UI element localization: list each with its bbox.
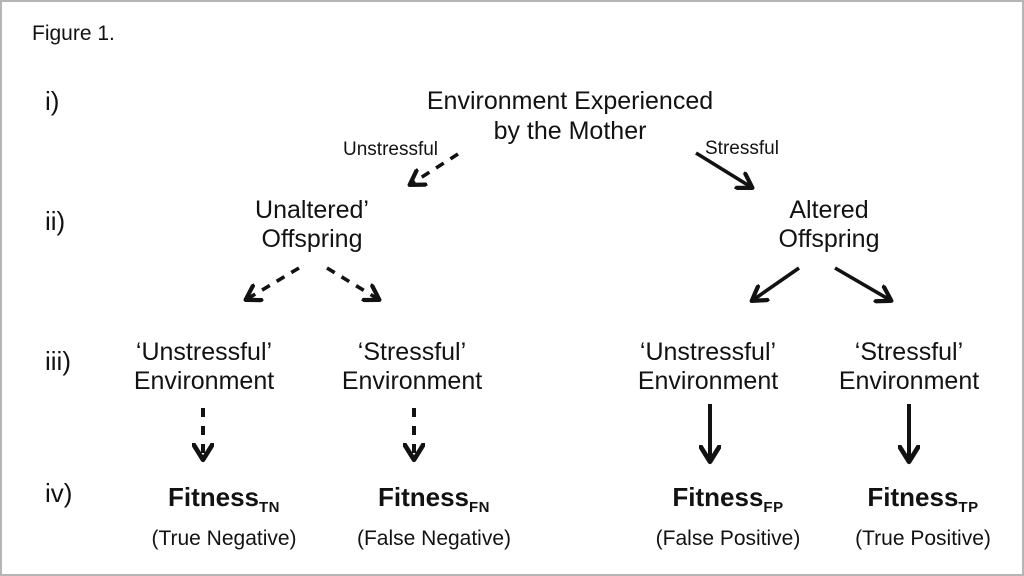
fitness-tp-paren: (True Positive) [855, 527, 991, 550]
fitness-tn-term: FitnessTN [151, 482, 296, 523]
fitness-tn-word: Fitness [167, 482, 260, 512]
branch-label-unstressful: Unstressful [343, 139, 439, 160]
row-numeral-iii: iii) [45, 346, 71, 376]
fitness-fn-subscript: FN [469, 499, 491, 516]
node-fitness-fp: FitnessFP (False Positive) [656, 482, 801, 551]
arrow-unaltered-to-unstressful-env [247, 266, 300, 299]
node-env-unstressful-tn: ‘Unstressful’ Environment [134, 338, 274, 396]
fitness-tp-term: FitnessTP [855, 482, 991, 523]
node-fitness-fn: FitnessFN (False Negative) [357, 482, 511, 551]
fitness-fn-paren: (False Negative) [356, 527, 512, 550]
node-fitness-tn: FitnessTN (True Negative) [151, 482, 296, 551]
node-mother-environment-line1: Environment Experienced [426, 87, 714, 115]
node-unaltered-offspring-line1: Unaltered’ [255, 196, 369, 224]
fitness-fp-word: Fitness [672, 482, 764, 512]
fitness-fn-word: Fitness [377, 482, 470, 512]
env-fp-line1: ‘Unstressful’ [639, 338, 777, 366]
env-tp-line2: Environment [838, 367, 980, 395]
node-env-stressful-fn: ‘Stressful’ Environment [342, 338, 482, 396]
arrow-altered-to-unstressful-env [753, 266, 801, 300]
node-altered-offspring-line2: Offspring [778, 225, 880, 253]
fitness-tp-subscript: TP [958, 499, 979, 516]
env-tp-line1: ‘Stressful’ [854, 338, 964, 366]
fitness-tn-subscript: TN [259, 499, 281, 516]
env-tn-line1: ‘Unstressful’ [135, 338, 273, 366]
branch-label-stressful: Stressful [705, 138, 779, 159]
env-fp-line2: Environment [637, 367, 779, 395]
fitness-fp-subscript: FP [763, 499, 784, 516]
fitness-fp-paren: (False Positive) [655, 527, 801, 550]
node-altered-offspring: Altered Offspring [779, 196, 880, 254]
figure-label: Figure 1. [32, 22, 115, 45]
fitness-tn-paren: (True Negative) [151, 527, 297, 550]
fitness-tp-word: Fitness [867, 482, 959, 512]
node-fitness-tp: FitnessTP (True Positive) [855, 482, 991, 551]
node-altered-offspring-line1: Altered [789, 196, 869, 224]
node-mother-environment: Environment Experienced by the Mother [427, 86, 713, 146]
row-numeral-ii: ii) [45, 206, 66, 236]
node-unaltered-offspring-line2: Offspring [261, 225, 363, 253]
row-numeral-iv: iv) [45, 478, 73, 508]
fitness-fp-term: FitnessFP [656, 482, 801, 523]
node-env-stressful-tp: ‘Stressful’ Environment [839, 338, 979, 396]
arrow-altered-to-stressful-env [834, 266, 890, 300]
node-unaltered-offspring: Unaltered’ Offspring [255, 196, 369, 254]
env-fn-line2: Environment [341, 367, 483, 395]
env-fn-line1: ‘Stressful’ [357, 338, 467, 366]
env-tn-line2: Environment [133, 367, 275, 395]
arrow-unaltered-to-stressful-env [326, 266, 378, 299]
row-numeral-i: i) [45, 86, 60, 116]
fitness-fn-term: FitnessFN [357, 482, 511, 523]
node-mother-environment-line2: by the Mother [493, 117, 647, 145]
node-env-unstressful-fp: ‘Unstressful’ Environment [638, 338, 778, 396]
